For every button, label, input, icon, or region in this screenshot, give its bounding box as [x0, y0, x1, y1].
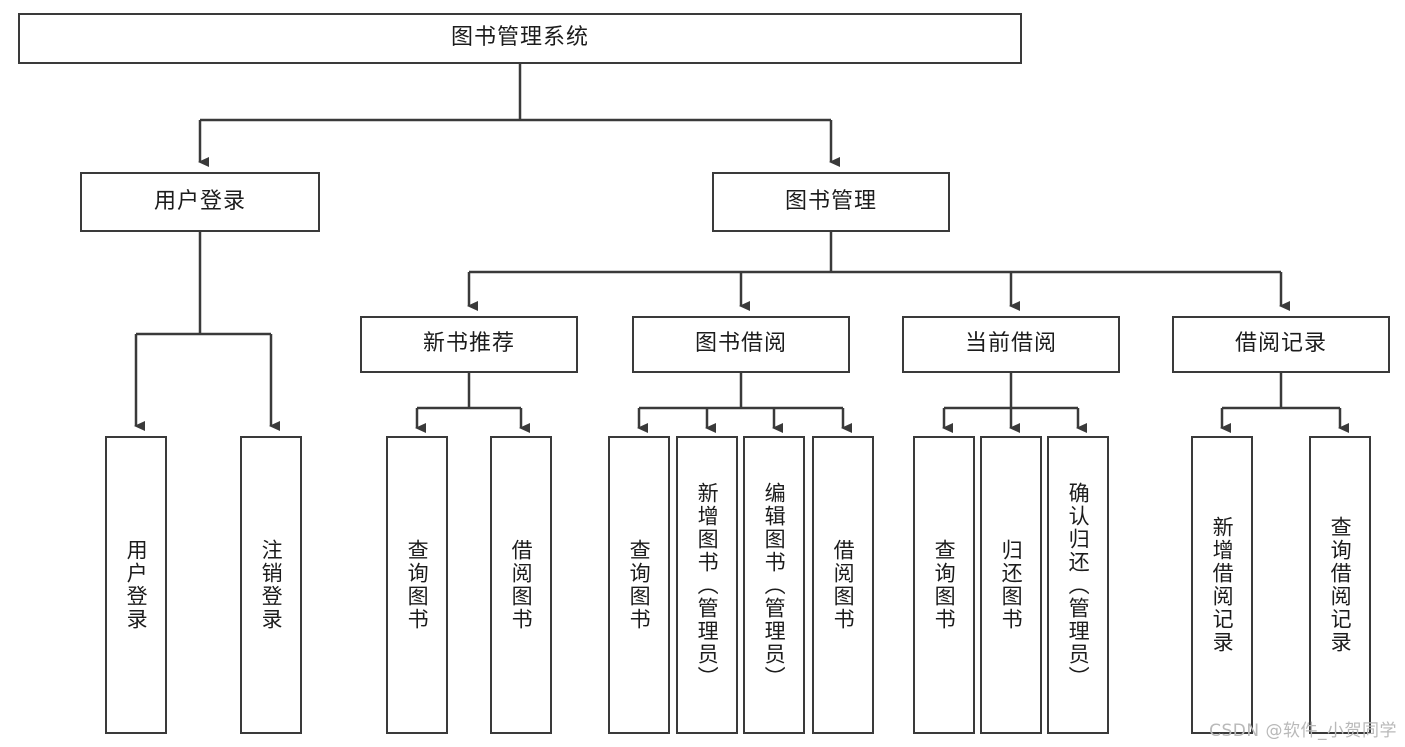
leaf-borrow-book[interactable]: 借阅图书 — [812, 436, 874, 734]
leaf-label: 新增借阅记录 — [1210, 516, 1235, 654]
node-book-borrow[interactable]: 图书借阅 — [632, 316, 850, 373]
leaf-label: 查询图书 — [932, 539, 957, 631]
leaf-query-book-current[interactable]: 查询图书 — [913, 436, 975, 734]
leaf-query-book-recommend[interactable]: 查询图书 — [386, 436, 448, 734]
leaf-borrow-book-recommend[interactable]: 借阅图书 — [490, 436, 552, 734]
leaf-return-book[interactable]: 归还图书 — [980, 436, 1042, 734]
leaf-label: 借阅图书 — [831, 539, 856, 631]
leaf-confirm-return[interactable]: 确认归还（管理员） — [1047, 436, 1109, 734]
leaf-label: 注销登录 — [259, 539, 284, 631]
leaf-query-book-borrow[interactable]: 查询图书 — [608, 436, 670, 734]
watermark-csdn: CSDN @软件_小贺同学 — [1209, 721, 1397, 741]
node-root-system[interactable]: 图书管理系统 — [18, 13, 1022, 64]
node-new-book-recommend[interactable]: 新书推荐 — [360, 316, 578, 373]
node-user-login[interactable]: 用户登录 — [80, 172, 320, 232]
node-book-manage[interactable]: 图书管理 — [712, 172, 950, 232]
leaf-label: 借阅图书 — [509, 539, 534, 631]
leaf-logout-login[interactable]: 注销登录 — [240, 436, 302, 734]
leaf-label: 编辑图书（管理员） — [762, 481, 787, 689]
leaf-add-book[interactable]: 新增图书（管理员） — [676, 436, 738, 734]
leaf-label: 查询图书 — [627, 539, 652, 631]
node-current-borrow[interactable]: 当前借阅 — [902, 316, 1120, 373]
leaf-query-borrow-record[interactable]: 查询借阅记录 — [1309, 436, 1371, 734]
leaf-add-borrow-record[interactable]: 新增借阅记录 — [1191, 436, 1253, 734]
leaf-label: 确认归还（管理员） — [1066, 481, 1091, 689]
leaf-label: 新增图书（管理员） — [695, 481, 720, 689]
leaf-label: 查询图书 — [405, 539, 430, 631]
leaf-label: 用户登录 — [124, 539, 149, 631]
leaf-edit-book[interactable]: 编辑图书（管理员） — [743, 436, 805, 734]
node-borrow-record[interactable]: 借阅记录 — [1172, 316, 1390, 373]
leaf-label: 查询借阅记录 — [1328, 516, 1353, 654]
leaf-user-login[interactable]: 用户登录 — [105, 436, 167, 734]
leaf-label: 归还图书 — [999, 539, 1024, 631]
